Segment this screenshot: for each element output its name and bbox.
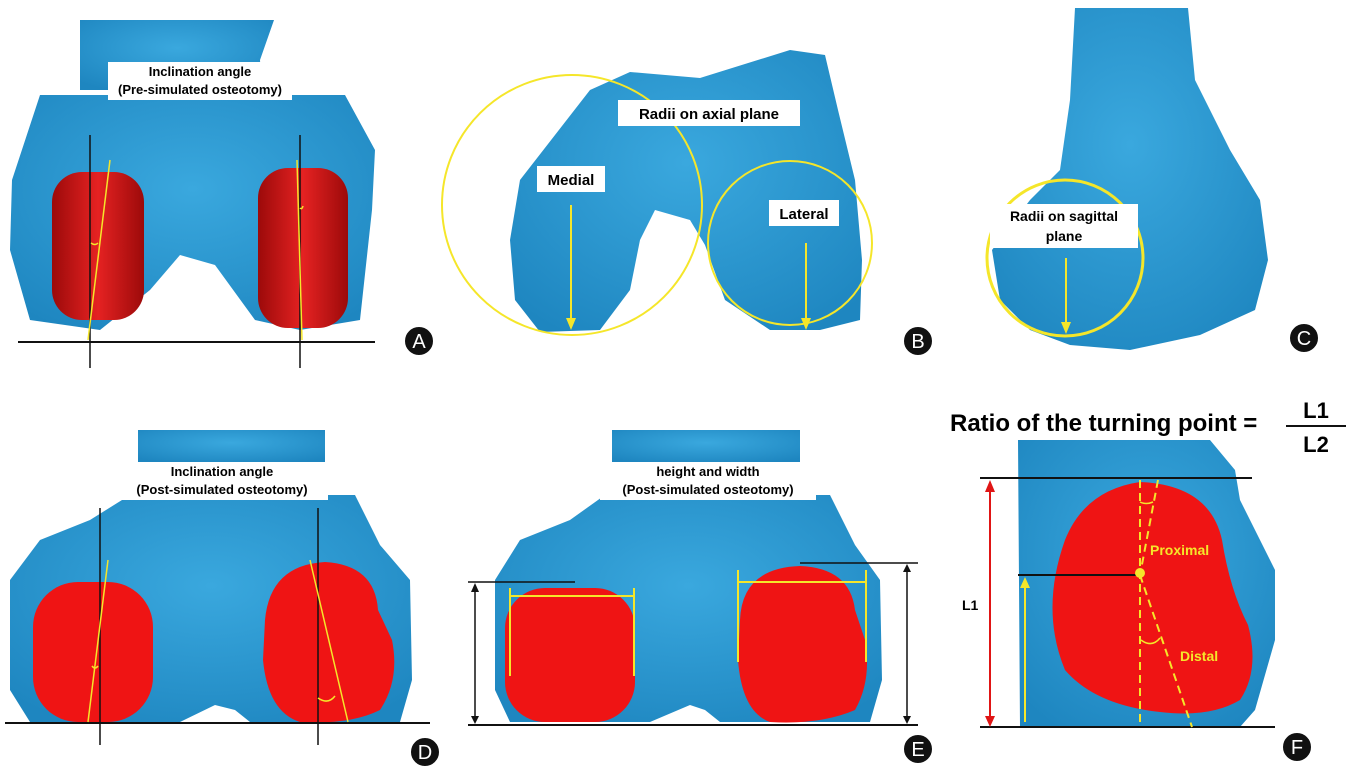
turning-point-f [1135,568,1145,578]
height-lateral-arrow-bot-e [903,716,911,724]
label-medial-b: Medial [548,172,595,189]
cartilage-medial-e [505,588,635,722]
title-c-line2: plane [1046,228,1083,244]
title-a-line2: (Pre-simulated osteotomy) [118,82,282,97]
cartilage-medial-d [33,582,153,722]
badge-f: F [1282,732,1312,762]
panel-e: height and width (Post-simulated osteoto… [468,430,933,764]
formula-numerator-f: L1 [1303,398,1329,423]
cartilage-lateral-e [738,566,867,723]
panel-a: Inclination angle (Pre-simulated osteoto… [10,20,434,368]
height-medial-arrow-bot-e [471,716,479,724]
femur-shaft-d [138,430,325,462]
formula-left-f: Ratio of the turning point = [950,410,1257,437]
svg-text:F: F [1291,737,1303,759]
panel-f: Ratio of the turning point = L1 L2 L1 L2… [950,398,1346,762]
cartilage-medial-a [52,172,144,320]
femur-shaft-e [612,430,800,462]
formula-denominator-f: L2 [1303,432,1329,457]
svg-text:C: C [1297,328,1311,350]
cartilage-lateral-a [258,168,348,328]
title-d-line1: Inclination angle [171,464,274,479]
panel-c: Radii on sagittal plane C [987,8,1319,353]
l1-arrow-top-f [985,480,995,492]
panel-d: Inclination angle (Post-simulated osteot… [5,430,440,767]
badge-b: B [903,326,933,356]
label-l2-f: L2 [1000,639,1017,655]
panel-b: Radii on axial plane Medial Lateral B [442,50,933,356]
badge-a: A [404,326,434,356]
title-b: Radii on axial plane [639,106,779,123]
badge-c: C [1289,323,1319,353]
badge-e: E [903,734,933,764]
title-d-line2: (Post-simulated osteotomy) [136,482,307,497]
height-medial-arrow-top-e [471,583,479,592]
title-a-line1: Inclination angle [149,64,252,79]
svg-text:A: A [412,331,426,353]
l1-arrow-bot-f [985,716,995,727]
svg-text:D: D [418,742,432,764]
label-distal-f: Distal [1180,648,1218,664]
svg-text:E: E [911,739,924,761]
title-e-line2: (Post-simulated osteotomy) [622,482,793,497]
svg-text:B: B [911,331,924,353]
label-proximal-f: Proximal [1150,542,1209,558]
title-c-line1: Radii on sagittal [1010,208,1118,224]
badge-d: D [410,737,440,767]
height-lateral-arrow-top-e [903,564,911,572]
label-l1-f: L1 [962,597,979,613]
label-lateral-b: Lateral [779,206,828,223]
title-e-line1: height and width [656,464,759,479]
